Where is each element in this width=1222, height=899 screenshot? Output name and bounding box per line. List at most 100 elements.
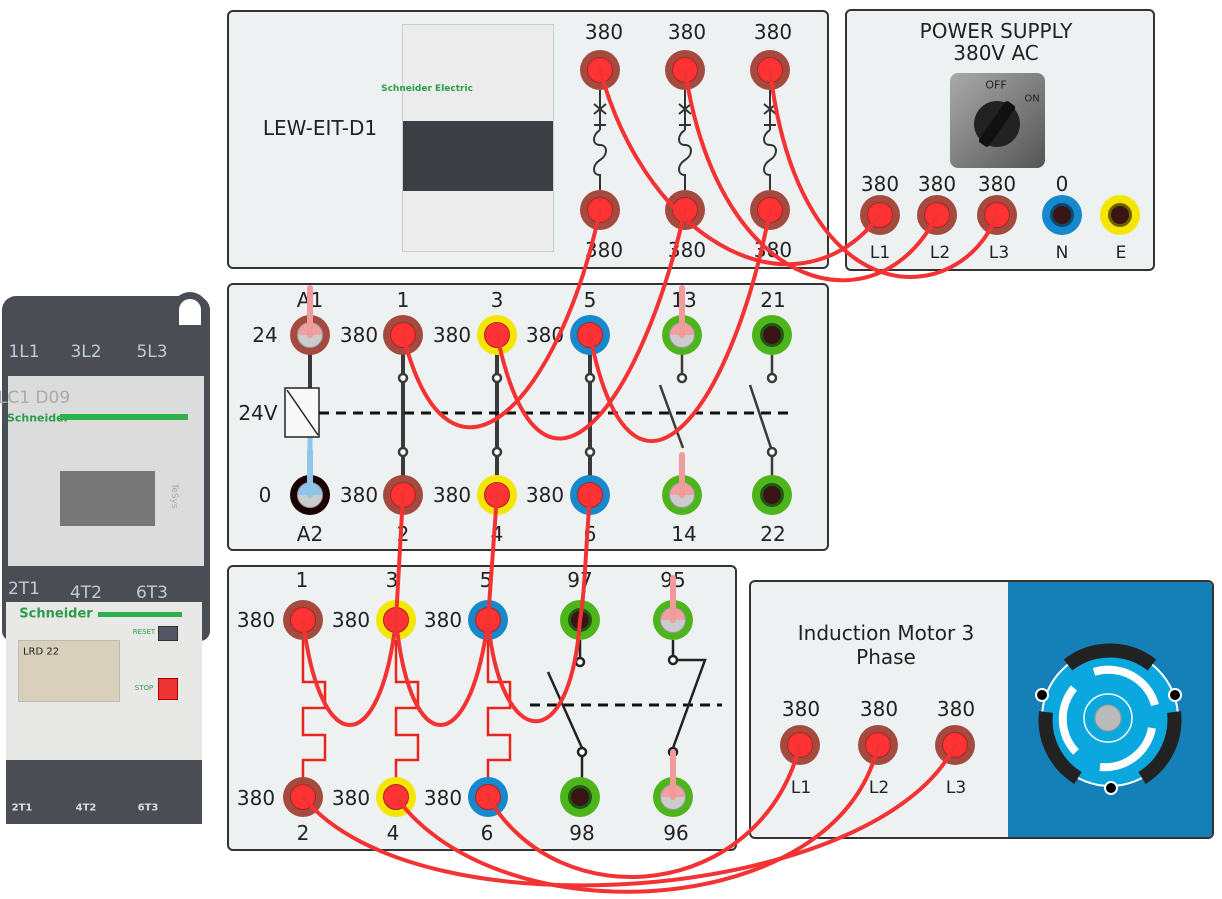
ps-terminal-n[interactable] [1042,195,1082,235]
terminal-name-label: L1 [869,243,891,263]
coil-voltage-label: 24V [238,401,278,425]
contactor-terminal-3[interactable] [477,315,517,355]
overload-relay-device: Schneider LRD 22 RESET STOP 2T1 4T2 6T3 [6,602,202,824]
stop-button[interactable] [158,678,178,700]
terminal-value-label: 380 [667,238,707,262]
breaker-symbol-2 [678,90,692,190]
contactor-terminal-14[interactable] [662,475,702,515]
terminal-name-label: 2 [396,522,410,546]
terminal-name-label: 5 [479,568,493,592]
terminal-name-label: 6 [583,522,597,546]
brand-logo: Schneider [6,411,70,425]
overload-terminal-3[interactable] [376,600,416,640]
stop-label: STOP [134,684,154,692]
terminal-name-label: 21 [760,288,786,312]
overload-terminal-97[interactable] [560,600,600,640]
terminal-name-label: 98 [569,821,595,845]
ps-terminal-l2[interactable] [917,195,957,235]
terminal-name-label: 3 [490,288,504,312]
terminal-value-label: 380 [331,786,371,810]
contactor-terminal-1[interactable] [383,315,423,355]
contactor-terminal-13[interactable] [662,315,702,355]
contactor-terminal-2[interactable] [383,475,423,515]
terminal-name-label: L1 [790,778,812,798]
terminal-value-label: 0 [1055,172,1069,196]
term-label: 6T3 [137,802,159,814]
breaker-bottom-terminal-1[interactable] [580,190,620,230]
overload-terminal-4[interactable] [376,777,416,817]
terminal-name-label: A1 [296,288,324,312]
terminal-value-label: 380 [667,20,707,44]
power-supply-title: POWER SUPPLY [919,19,1073,43]
motor-terminal-l2[interactable] [858,725,898,765]
overload-terminal-1[interactable] [283,600,323,640]
brand-logo: Schneider [19,606,93,622]
terminal-value-label: 380 [977,172,1017,196]
reset-label: RESET [132,628,156,636]
overload-terminal-6[interactable] [468,777,508,817]
terminal-value-label: 380 [525,323,565,347]
terminal-value-label: 380 [423,786,463,810]
breaker-top-terminal-3[interactable] [750,50,790,90]
ps-terminal-l3[interactable] [977,195,1017,235]
terminal-name-label: 96 [663,821,689,845]
overload-terminal-98[interactable] [560,777,600,817]
terminal-value-label: 380 [423,608,463,632]
term-label: 4T2 [69,583,103,603]
ps-terminal-e[interactable] [1100,195,1140,235]
breaker-bottom-terminal-2[interactable] [665,190,705,230]
overload-terminal-95[interactable] [653,600,693,640]
terminal-name-label: A2 [296,522,324,546]
terminal-name-label: 2 [296,821,310,845]
terminal-value-label: 380 [584,238,624,262]
term-label: 6T3 [135,583,169,603]
breaker-symbol-3 [763,90,777,190]
terminal-name-label: 95 [660,568,686,592]
contactor-terminal-5[interactable] [570,315,610,355]
terminal-name-label: 1 [295,568,309,592]
motor-title-line2: Phase [856,645,916,669]
terminal-value-label: 380 [584,20,624,44]
terminal-value-label: 380 [781,697,821,721]
term-label: 2T1 [11,802,33,814]
contactor-terminal-21[interactable] [752,315,792,355]
motor-terminal-l1[interactable] [780,725,820,765]
contactor-terminal-22[interactable] [752,475,792,515]
terminal-name-label: 1 [396,288,410,312]
terminal-name-label: L2 [868,778,890,798]
terminal-value-label: 380 [331,608,371,632]
motor-terminal-l3[interactable] [935,725,975,765]
breaker-bottom-terminal-3[interactable] [750,190,790,230]
terminal-name-label: 14 [671,522,697,546]
contactor-terminal-a1[interactable] [290,315,330,355]
breaker-top-terminal-1[interactable] [580,50,620,90]
term-label: 3L2 [70,342,102,362]
terminal-name-label: 13 [671,288,697,312]
breaker-title: LEW-EIT-D1 [262,116,378,140]
terminal-value-label: 380 [860,172,900,196]
term-label: 5L3 [136,342,168,362]
reset-button[interactable] [158,626,178,641]
terminal-value-label: 380 [753,20,793,44]
terminal-name-label: 97 [567,568,593,592]
breaker-top-terminal-2[interactable] [665,50,705,90]
terminal-value-label: 380 [432,323,472,347]
terminal-name-label: L3 [945,778,967,798]
terminal-value-label: 380 [525,483,565,507]
overload-terminal-96[interactable] [653,777,693,817]
contactor-terminal-4[interactable] [477,475,517,515]
contactor-terminal-a2[interactable] [290,475,330,515]
terminal-value-label: 380 [432,483,472,507]
terminal-value-label: 24 [252,323,278,347]
terminal-name-label: 4 [490,522,504,546]
overload-terminal-2[interactable] [283,777,323,817]
overload-terminal-5[interactable] [468,600,508,640]
ps-terminal-l1[interactable] [860,195,900,235]
motor-title: Induction Motor 3 [797,621,975,645]
contactor-terminal-6[interactable] [570,475,610,515]
terminal-name-label: 22 [760,522,786,546]
power-supply-voltage: 380V AC [953,41,1039,65]
terminal-value-label: 380 [339,483,379,507]
terminal-value-label: 380 [936,697,976,721]
